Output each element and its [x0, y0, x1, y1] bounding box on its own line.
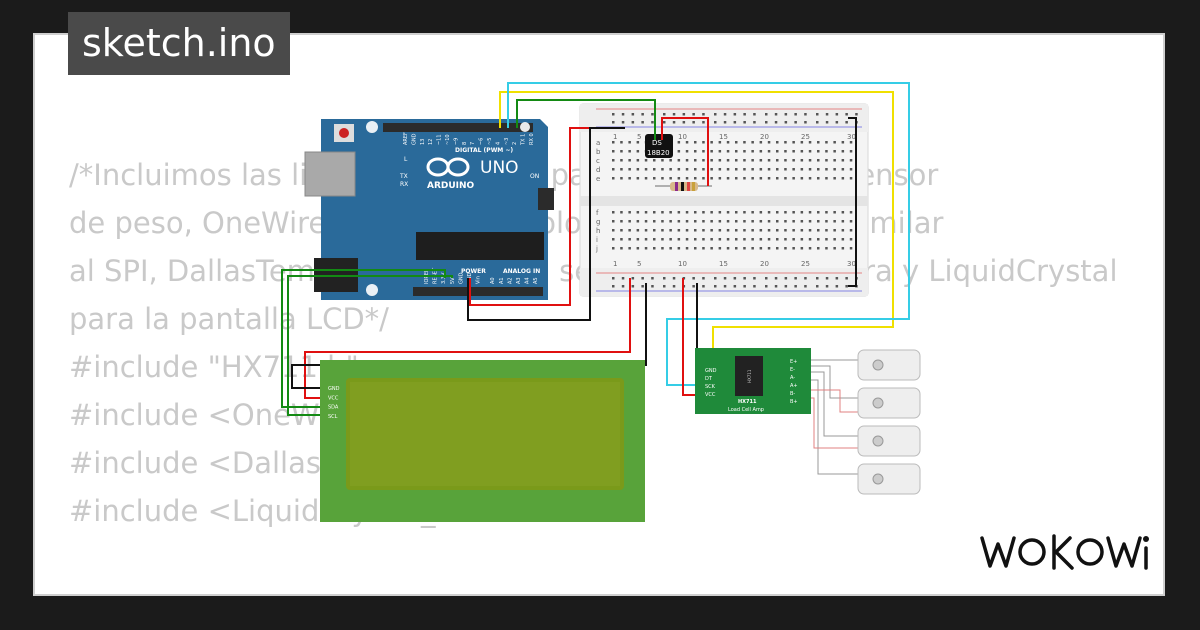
arduino-uno[interactable]: UNO ARDUINO DIGITAL (PWM ~) POWER ANALOG…	[304, 119, 554, 300]
breadboard-column-number: 30	[847, 260, 856, 268]
lcd-pin-label: SDA	[328, 405, 339, 411]
arduino-brand-label: ARDUINO	[427, 181, 475, 191]
hx711-right-pin-label: A+	[790, 383, 798, 389]
breadboard-column-number: 1	[613, 260, 617, 268]
arduino-model-label: UNO	[480, 158, 519, 178]
arduino-power-pin-label: A3	[516, 277, 522, 284]
arduino-digital-pin-label: ~9	[453, 138, 459, 145]
breadboard-column-number: 20	[760, 133, 769, 141]
lcd-pin-label: GND	[328, 386, 340, 392]
breadboard-holes	[612, 113, 858, 288]
hx711-right-pin-label: E-	[790, 367, 795, 373]
hx711-chip-label: HX711	[747, 369, 752, 383]
breadboard-row-letter: f	[596, 209, 599, 217]
lcd-pin-label: VCC	[328, 395, 339, 401]
hx711-right-pin-labels: E+ E- A- A+ B- B+	[790, 359, 798, 405]
hx711-subtitle-label: Load Cell Amp	[728, 407, 764, 413]
hx711-right-pin-label: B-	[790, 391, 795, 397]
ds18b20-sensor[interactable]: DS 18B20	[645, 134, 673, 158]
hx711-right-pin-label: E+	[790, 359, 797, 365]
arduino-power-pin-label: Vin	[476, 276, 482, 284]
breadboard-column-number: 15	[719, 133, 728, 141]
arduino-digital-pin-label: 4	[495, 142, 501, 145]
sensor-label-line2: 18B20	[647, 149, 670, 157]
arduino-power-header: POWER	[461, 268, 486, 275]
breadboard-row-letter: a	[596, 139, 600, 147]
arduino-digital-pin-label: ~5	[487, 138, 493, 145]
hx711-left-pin-label: DT	[705, 376, 713, 382]
breadboard-column-number: 5	[637, 133, 641, 141]
arduino-power-pin-label: A2	[507, 277, 513, 284]
arduino-l-label: L	[404, 156, 408, 163]
arduino-power-pin-label: A1	[499, 277, 505, 284]
sensor-label-line1: DS	[652, 139, 662, 147]
arduino-tx-label: TX	[399, 173, 408, 180]
arduino-digital-pin-label: GND	[411, 133, 417, 145]
arduino-digital-pin-label: ~11	[437, 134, 443, 145]
arduino-digital-pin-label: 8	[462, 142, 468, 145]
breadboard-column-number: 5	[637, 260, 641, 268]
load-cells[interactable]	[811, 349, 921, 495]
hx711-left-pin-label: VCC	[705, 392, 716, 398]
arduino-rx-label: RX	[400, 181, 408, 188]
breadboard-column-number: 25	[801, 133, 810, 141]
hx711-name-label: HX711	[738, 399, 757, 405]
breadboard-column-number: 10	[678, 133, 687, 141]
arduino-power-pin-label: 5V	[450, 277, 456, 284]
breadboard-column-number: 20	[760, 260, 769, 268]
breadboard-row-letter: e	[596, 175, 600, 183]
arduino-digital-header: DIGITAL (PWM ~)	[455, 147, 513, 154]
breadboard-column-number: 30	[847, 133, 856, 141]
arduino-digital-pin-label: ~6	[479, 138, 485, 145]
breadboard-row-letter: i	[596, 236, 598, 244]
arduino-digital-pin-label: 7	[470, 142, 476, 145]
code-line: //Incluimos los pines a usar para la cel…	[69, 583, 1135, 596]
breadboard-row-letter: j	[595, 245, 598, 253]
wires	[281, 82, 910, 416]
hx711-right-pin-label: A-	[790, 375, 795, 381]
arduino-digital-pin-label: ~3	[504, 138, 510, 145]
arduino-power-pin-label: 3.3V	[441, 272, 447, 284]
arduino-power-pin-label: A5	[533, 277, 539, 284]
breadboard-column-number: 1	[613, 133, 617, 141]
breadboard-row-letter: h	[596, 227, 600, 235]
wokwi-logo	[980, 534, 1149, 570]
arduino-digital-pin-label: 13	[420, 139, 426, 145]
hx711-left-pin-label: SCK	[705, 384, 716, 390]
lcd-pin-labels: GND VCC SDA SCL	[328, 386, 340, 420]
hx711-module[interactable]: HX711 HX711 Load Cell Amp GND DT SCK VCC E+…	[695, 348, 811, 414]
hx711-left-pin-label: GND	[705, 368, 717, 374]
arduino-digital-pin-label: AREF	[403, 132, 409, 145]
arduino-digital-pin-label: RX 0	[529, 133, 535, 145]
breadboard-row-letter: c	[596, 157, 600, 165]
breadboard-row-letter: b	[596, 148, 601, 156]
arduino-power-pin-label: A4	[525, 277, 531, 284]
code-line: para la pantalla LCD*/	[69, 302, 389, 336]
arduino-digital-pin-label: ~10	[445, 134, 451, 145]
breadboard-column-number: 25	[801, 260, 810, 268]
breadboard-column-number: 15	[719, 260, 728, 268]
breadboard-row-letter: g	[596, 218, 600, 226]
breadboard-column-number: 10	[678, 260, 687, 268]
hx711-right-pin-label: B+	[790, 399, 798, 405]
file-title[interactable]: sketch.ino	[68, 12, 290, 75]
arduino-on-label: ON	[530, 173, 539, 180]
hx711-left-pin-labels: GND DT SCK VCC	[705, 368, 717, 398]
lcd-pin-label: SCL	[328, 414, 338, 420]
breadboard-row-letter: d	[596, 166, 600, 174]
arduino-digital-pin-label: TX 1	[521, 134, 527, 146]
arduino-digital-pin-label: 12	[428, 139, 434, 145]
resistor[interactable]	[655, 182, 712, 191]
arduino-digital-pin-label: 2	[512, 142, 518, 145]
lcd-display[interactable]: GND VCC SDA SCL	[320, 360, 645, 522]
arduino-power-pin-label: GND	[458, 272, 464, 284]
arduino-power-pin-label: A0	[490, 277, 496, 284]
arduino-analog-header: ANALOG IN	[503, 268, 540, 275]
